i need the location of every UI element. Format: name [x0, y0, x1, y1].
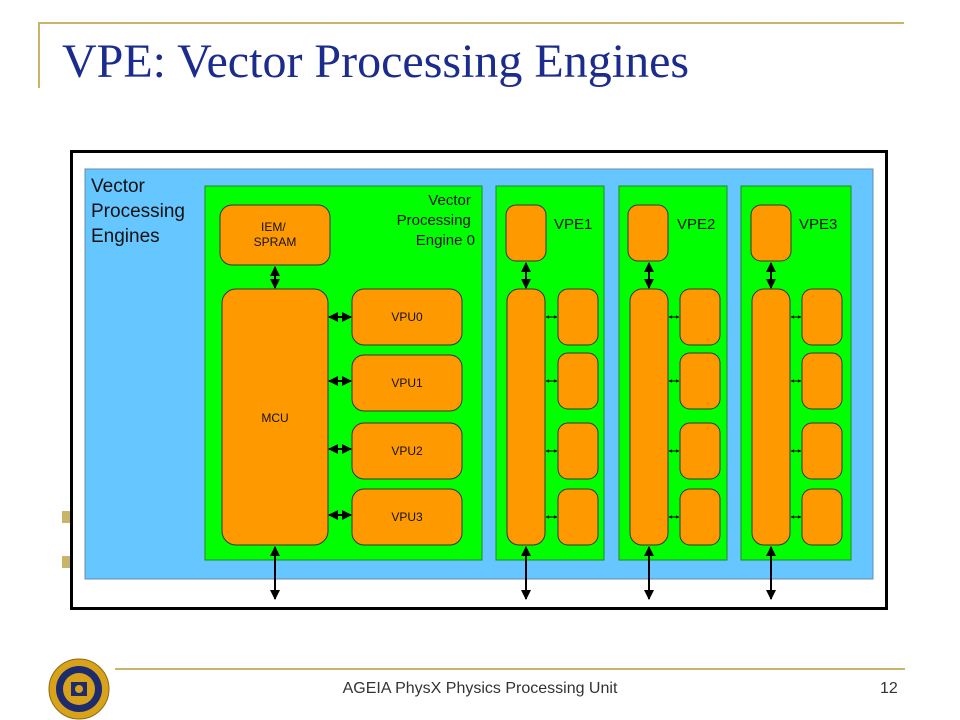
- vpe-block-diagram: Vector Processing Engines Vector Process…: [84, 168, 874, 600]
- vpe3-label: VPE3: [799, 216, 837, 233]
- vpe1-vpu-1: [557, 352, 599, 410]
- iem-spram-unit: [219, 204, 331, 266]
- vpe2-vpu-0: [679, 288, 721, 346]
- vpe1-control-unit: [506, 288, 546, 546]
- vpu2-label: VPU2: [391, 444, 423, 458]
- vpe2-vpu-1: [679, 352, 721, 410]
- diagram-frame: Vector Processing Engines Vector Process…: [70, 150, 888, 610]
- vpe2-control-unit: [629, 288, 669, 546]
- mcu-unit: [221, 288, 329, 546]
- vpe3-control-unit: [751, 288, 791, 546]
- left-accent-line: [38, 22, 40, 88]
- vpe1-memory-unit: [505, 204, 547, 262]
- vpe3-vpu-2: [801, 422, 843, 480]
- vpu2-unit: [351, 422, 463, 480]
- page-number: 12: [880, 680, 898, 697]
- vpu3-label: VPU3: [391, 510, 423, 524]
- vpe1-vpu-0: [557, 288, 599, 346]
- iem-spram-label: IEM/ SPRAM: [254, 220, 297, 249]
- footer-text: AGEIA PhysX Physics Processing Unit: [342, 680, 618, 697]
- vpe1-vpu-2: [557, 422, 599, 480]
- vpe3-vpu-0: [801, 288, 843, 346]
- vpu0-label: VPU0: [391, 310, 423, 324]
- vpe3-memory-unit: [750, 204, 792, 262]
- vpu3-unit: [351, 488, 463, 546]
- university-seal-logo: [48, 658, 110, 720]
- engine0-label: Vector Processing Engine 0: [397, 192, 475, 249]
- vpe2-label: VPE2: [677, 216, 715, 233]
- outer-label: Vector Processing Engines: [91, 176, 190, 247]
- vpe2-memory-unit: [627, 204, 669, 262]
- top-accent-line: [38, 22, 904, 24]
- vpu1-unit: [351, 354, 463, 412]
- vpe2-vpu-2: [679, 422, 721, 480]
- mcu-label: MCU: [261, 411, 288, 425]
- vpe1-vpu-3: [557, 488, 599, 546]
- vpu1-label: VPU1: [391, 376, 423, 390]
- slide-title: VPE: Vector Processing Engines: [62, 35, 690, 88]
- vpu0-unit: [351, 288, 463, 346]
- bottom-accent-line: [115, 668, 905, 670]
- vpe3-vpu-3: [801, 488, 843, 546]
- vpe2-vpu-3: [679, 488, 721, 546]
- vpe3-vpu-1: [801, 352, 843, 410]
- vpe1-label: VPE1: [554, 216, 592, 233]
